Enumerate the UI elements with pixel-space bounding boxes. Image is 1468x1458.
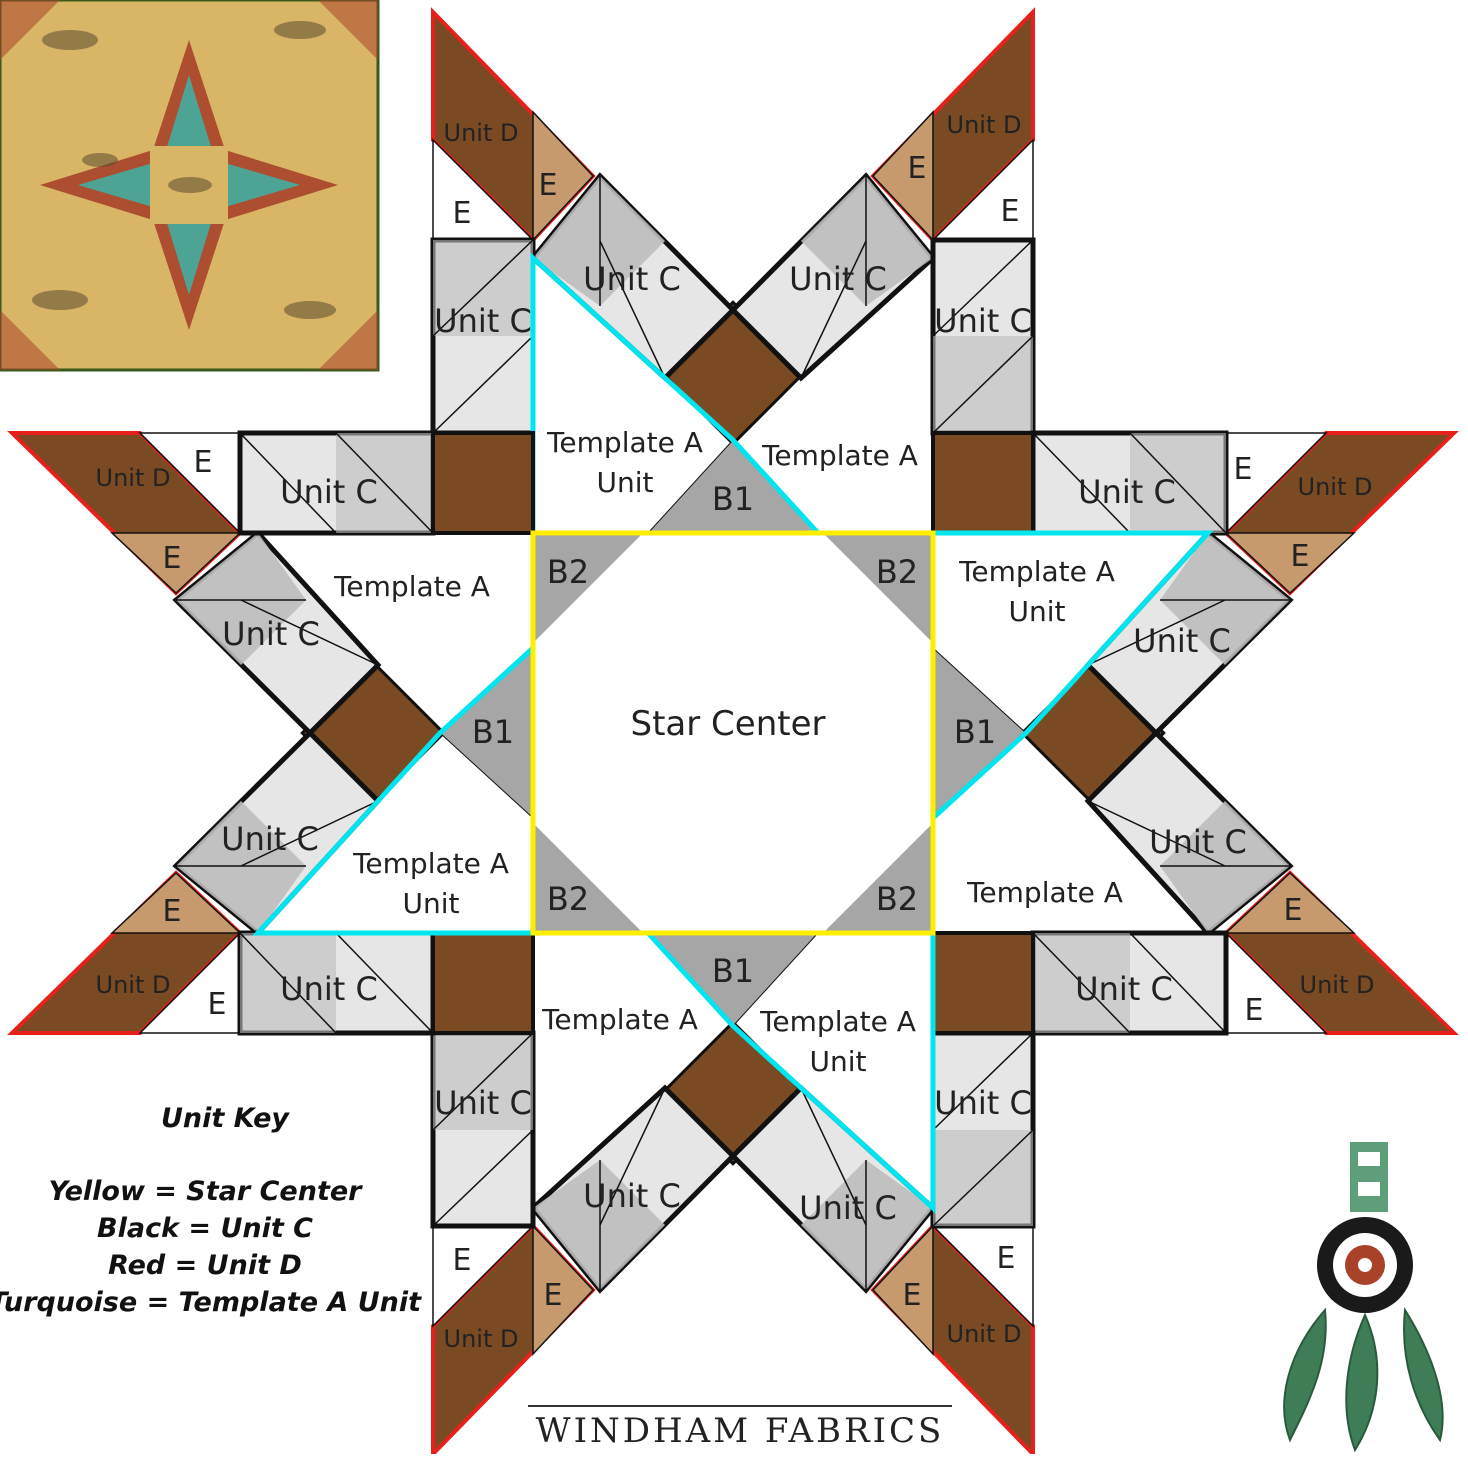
unit-c-label: Unit C xyxy=(789,260,887,298)
e-label: E xyxy=(908,151,927,186)
unit-key-line: Red = Unit D xyxy=(0,1247,430,1284)
e-label: E xyxy=(163,894,182,929)
unit-c-label: Unit C xyxy=(280,473,378,511)
template-a-unit-label: Unit xyxy=(1009,595,1066,628)
template-a-unit-label: Template A xyxy=(759,1005,916,1038)
b2-label: B2 xyxy=(876,880,918,918)
template-a-unit-label: Template A xyxy=(546,426,703,459)
b2-label: B2 xyxy=(547,880,589,918)
star-center-label: Star Center xyxy=(631,704,826,744)
unit-d-label: Unit D xyxy=(444,119,519,147)
unit-d-label: Unit D xyxy=(444,1325,519,1353)
template-a-unit-label: Unit xyxy=(810,1045,867,1078)
unit-c-label: Unit C xyxy=(934,1084,1032,1122)
unit-key-line: Turquoise = Template A Unit xyxy=(0,1284,430,1321)
e-label: E xyxy=(1291,539,1310,574)
unit-d-label: Unit D xyxy=(96,464,171,492)
unit-c-label: Unit C xyxy=(1149,823,1247,861)
e-label: E xyxy=(997,1241,1016,1276)
b1-label: B1 xyxy=(712,480,754,518)
template-a-label: Template A xyxy=(541,1003,698,1036)
unit-c-label: Unit C xyxy=(221,820,319,858)
template-a-label: Template A xyxy=(333,570,490,603)
unit-c-label: Unit C xyxy=(934,302,1032,340)
e-label: E xyxy=(1001,194,1020,229)
unit-c-label: Unit C xyxy=(280,970,378,1008)
template-a-label: Template A xyxy=(966,876,1123,909)
unit-key-title: Unit Key xyxy=(0,1100,430,1137)
unit-d-label: Unit D xyxy=(1298,473,1373,501)
template-a-unit-label: Unit xyxy=(403,887,460,920)
unit-c-label: Unit C xyxy=(799,1189,897,1227)
e-label: E xyxy=(1284,893,1303,928)
unit-c-label: Unit C xyxy=(1075,970,1173,1008)
unit-d-label: Unit D xyxy=(1300,971,1375,999)
e-label: E xyxy=(544,1278,563,1313)
b1-label: B1 xyxy=(712,952,754,990)
e-label: E xyxy=(194,445,213,480)
unit-d-label: Unit D xyxy=(947,1320,1022,1348)
template-a-unit-label: Unit xyxy=(597,466,654,499)
unit-c-label: Unit C xyxy=(1078,473,1176,511)
e-label: E xyxy=(208,987,227,1022)
unit-key: Unit Key Yellow = Star Center Black = Un… xyxy=(0,1100,430,1321)
e-label: E xyxy=(1245,993,1264,1028)
e-label: E xyxy=(453,196,472,231)
quilt-thumbnail xyxy=(0,0,378,370)
template-a-unit-label: Template A xyxy=(958,555,1115,588)
e-label: E xyxy=(903,1278,922,1313)
b1-label: B1 xyxy=(472,713,514,751)
unit-c-label: Unit C xyxy=(434,302,532,340)
e-label: E xyxy=(1234,452,1253,487)
dreamcatcher-icon xyxy=(1284,1142,1442,1450)
b1-label: B1 xyxy=(954,713,996,751)
unit-c-label: Unit C xyxy=(222,615,320,653)
template-a-label: Template A xyxy=(761,439,918,472)
brand-logo: WINDHAM FABRICS xyxy=(528,1405,952,1451)
e-label: E xyxy=(453,1243,472,1278)
unit-c-label: Unit C xyxy=(583,1177,681,1215)
unit-d-label: Unit D xyxy=(96,971,171,999)
unit-c-label: Unit C xyxy=(434,1084,532,1122)
unit-key-line: Black = Unit C xyxy=(0,1210,430,1247)
e-label: E xyxy=(163,541,182,576)
e-label: E xyxy=(539,168,558,203)
unit-d-label: Unit D xyxy=(947,111,1022,139)
template-a-unit-label: Template A xyxy=(352,847,509,880)
b2-label: B2 xyxy=(547,553,589,591)
unit-c-label: Unit C xyxy=(1133,622,1231,660)
b2-label: B2 xyxy=(876,553,918,591)
unit-key-line: Yellow = Star Center xyxy=(0,1173,430,1210)
unit-c-label: Unit C xyxy=(583,260,681,298)
